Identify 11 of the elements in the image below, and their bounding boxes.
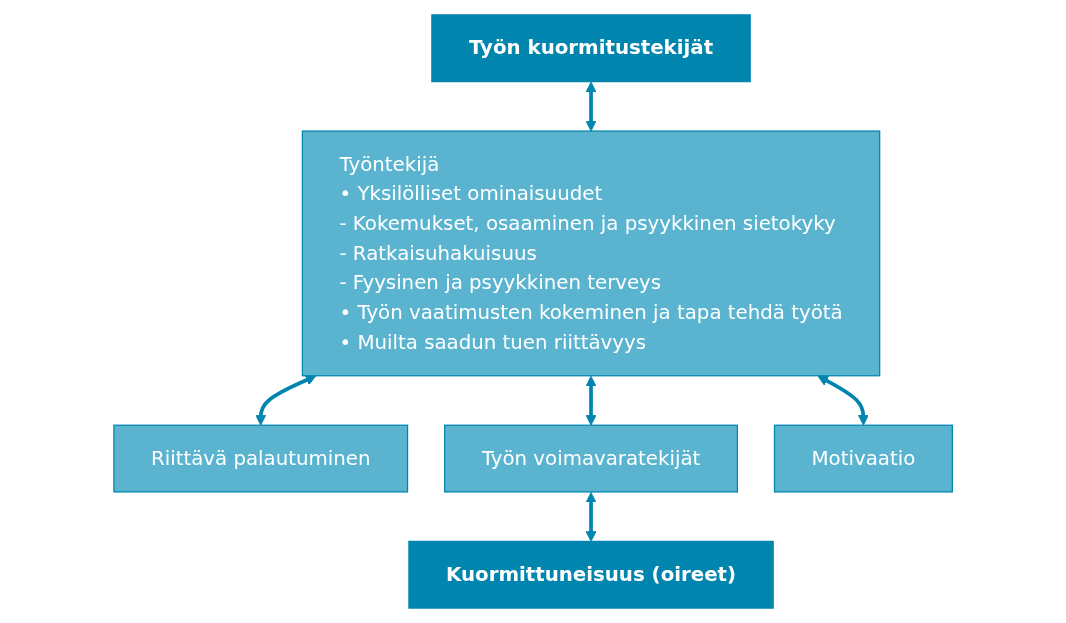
arrow [817, 375, 869, 426]
node-box: Kuormittuneisuus (oireet) [408, 540, 774, 609]
node-box: Työn kuormitustekijät [431, 14, 751, 83]
node-box: Työntekijä • Yksilölliset ominaisuudet - Kokemukset, osaaminen ja psyykkinen sietokyky - Ratkaisuhakuisuus - Fyysinen ja psyykkinen terveys • Työn vaatimusten kokeminen ja tapa tehdä työtä • Muilta saadun tuen riittävyys [301, 130, 881, 377]
arrow [585, 81, 597, 132]
arrow [585, 491, 597, 542]
arrow [585, 375, 597, 426]
arrow [255, 375, 317, 426]
node-box: Motivaatio [773, 424, 953, 493]
node-box: Työn voimavaratekijät [443, 424, 738, 493]
node-box: Riittävä palautuminen [113, 424, 409, 493]
